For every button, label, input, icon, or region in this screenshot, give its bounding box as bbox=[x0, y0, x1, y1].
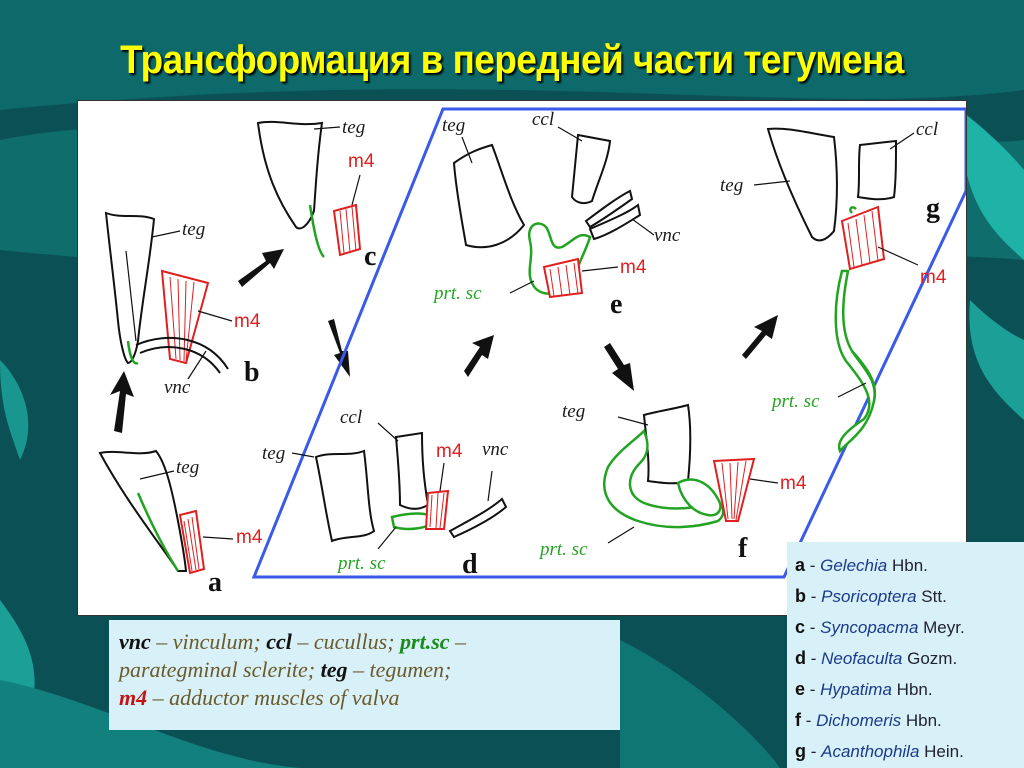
legend-text-vnc: – vinculum; bbox=[150, 629, 267, 654]
label-ccl-d: ccl bbox=[340, 407, 362, 428]
abbreviation-legend: vnc – vinculum; ccl – cucullus; prt.sc –… bbox=[109, 620, 620, 730]
panel-e: teg ccl vnc m4 prt. sc e bbox=[432, 109, 681, 320]
panel-letter-f: f bbox=[738, 533, 748, 564]
legend-key-ccl: ccl bbox=[266, 629, 292, 654]
species-genus: Dichomeris bbox=[816, 711, 902, 730]
panel-letter-d: d bbox=[462, 549, 478, 580]
species-genus: Psoricoptera bbox=[821, 587, 917, 606]
arrow-d-to-e bbox=[464, 335, 494, 377]
label-prtsc-f: prt. sc bbox=[538, 539, 588, 560]
species-row-f: f - Dichomeris Hbn. bbox=[795, 710, 942, 730]
legend-key-prtsc: prt.sc bbox=[400, 629, 450, 654]
panel-d: vnc teg ccl m4 prt. sc d bbox=[262, 407, 509, 580]
label-m4-d: m4 bbox=[436, 441, 463, 462]
label-m4-g: m4 bbox=[920, 267, 947, 288]
species-code: b bbox=[795, 586, 806, 606]
panel-letter-c: c bbox=[364, 241, 376, 272]
species-author: Stt. bbox=[921, 587, 947, 606]
slide-title: Трансформация в передней части тегумена bbox=[120, 38, 904, 82]
species-genus: Gelechia bbox=[820, 556, 888, 575]
label-prtsc-d: prt. sc bbox=[336, 553, 386, 574]
panel-b: teg m4 vnc b bbox=[104, 211, 261, 398]
species-row-c: c - Syncopacma Meyr. bbox=[795, 617, 965, 637]
species-genus: Syncopacma bbox=[820, 618, 919, 637]
label-teg-c: teg bbox=[342, 117, 365, 138]
species-row-e: e - Hypatima Hbn. bbox=[795, 679, 933, 699]
panel-letter-a: a bbox=[208, 567, 222, 598]
species-code: g bbox=[795, 741, 806, 761]
species-genus: Neofaculta bbox=[821, 649, 903, 668]
label-teg-b: teg bbox=[182, 219, 205, 240]
label-teg-f: teg bbox=[562, 401, 585, 422]
species-row-g: g - Acanthophila Hein. bbox=[795, 741, 964, 761]
species-row-a: a - Gelechia Hbn. bbox=[795, 555, 928, 575]
panel-a: teg m4 a bbox=[98, 449, 263, 598]
legend-line-3: m4 – adductor muscles of valva bbox=[119, 684, 610, 712]
species-legend: a - Gelechia Hbn. b - Psoricoptera Stt. … bbox=[787, 542, 1024, 768]
species-genus: Hypatima bbox=[820, 680, 892, 699]
species-author: Hbn. bbox=[891, 556, 928, 575]
panel-f: teg m4 prt. sc f bbox=[538, 401, 807, 564]
species-author: Hbn. bbox=[896, 680, 933, 699]
label-teg-g: teg bbox=[720, 175, 743, 196]
panel-c: teg m4 c bbox=[256, 117, 376, 272]
legend-text-m4: – adductor muscles of valva bbox=[147, 685, 400, 710]
arrow-e-to-f bbox=[604, 343, 634, 391]
label-prtsc-e: prt. sc bbox=[432, 283, 482, 304]
legend-text-prtsc: – bbox=[449, 629, 467, 654]
label-ccl-g: ccl bbox=[916, 119, 938, 140]
label-vnc-e: vnc bbox=[654, 225, 681, 246]
species-code: d bbox=[795, 648, 806, 668]
label-m4-f: m4 bbox=[780, 473, 807, 494]
species-code: c bbox=[795, 617, 806, 637]
panel-letter-g: g bbox=[926, 193, 940, 224]
species-code: a bbox=[795, 555, 806, 575]
legend-line-1: vnc – vinculum; ccl – cucullus; prt.sc – bbox=[119, 628, 610, 656]
legend-text-teg: – tegumen; bbox=[347, 657, 452, 682]
species-code: e bbox=[795, 679, 806, 699]
panel-g: teg ccl g m4 prt. sc bbox=[720, 119, 947, 454]
diagram-figure: teg m4 a teg m4 vnc b bbox=[77, 100, 967, 616]
species-author: Hbn. bbox=[905, 711, 942, 730]
species-row-b: b - Psoricoptera Stt. bbox=[795, 586, 947, 606]
label-teg-e: teg bbox=[442, 115, 465, 136]
group-frame bbox=[251, 107, 966, 579]
arrow-c-to-d bbox=[328, 319, 350, 377]
label-teg-a: teg bbox=[176, 457, 199, 478]
arrow-f-to-g bbox=[742, 315, 778, 359]
panel-letter-b: b bbox=[244, 357, 260, 388]
label-m4-b: m4 bbox=[234, 311, 261, 332]
species-row-d: d - Neofaculta Gozm. bbox=[795, 648, 958, 668]
label-m4-a: m4 bbox=[236, 527, 263, 548]
label-m4-e: m4 bbox=[620, 257, 647, 278]
species-author: Gozm. bbox=[907, 649, 958, 668]
legend-key-teg: teg bbox=[320, 657, 348, 682]
legend-text-prtsc-2: parategminal sclerite; bbox=[119, 657, 321, 682]
panel-letter-e: e bbox=[610, 289, 622, 320]
morphology-diagram: teg m4 a teg m4 vnc b bbox=[98, 107, 966, 598]
label-m4-c: m4 bbox=[348, 151, 375, 172]
arrow-a-to-b bbox=[110, 371, 134, 433]
legend-line-2: parategminal sclerite; teg – tegumen; bbox=[119, 656, 610, 684]
label-teg-d: teg bbox=[262, 443, 285, 464]
species-genus: Acanthophila bbox=[821, 742, 920, 761]
label-ccl-e: ccl bbox=[532, 109, 554, 130]
legend-key-m4: m4 bbox=[119, 685, 148, 710]
species-code: f bbox=[795, 710, 801, 730]
label-vnc-d: vnc bbox=[482, 439, 509, 460]
label-vnc-b: vnc bbox=[164, 377, 191, 398]
legend-text-ccl: – cucullus; bbox=[291, 629, 401, 654]
label-prtsc-g: prt. sc bbox=[770, 391, 820, 412]
species-author: Hein. bbox=[924, 742, 964, 761]
legend-key-vnc: vnc bbox=[119, 629, 151, 654]
species-author: Meyr. bbox=[923, 618, 965, 637]
arrow-b-to-c bbox=[238, 249, 284, 287]
